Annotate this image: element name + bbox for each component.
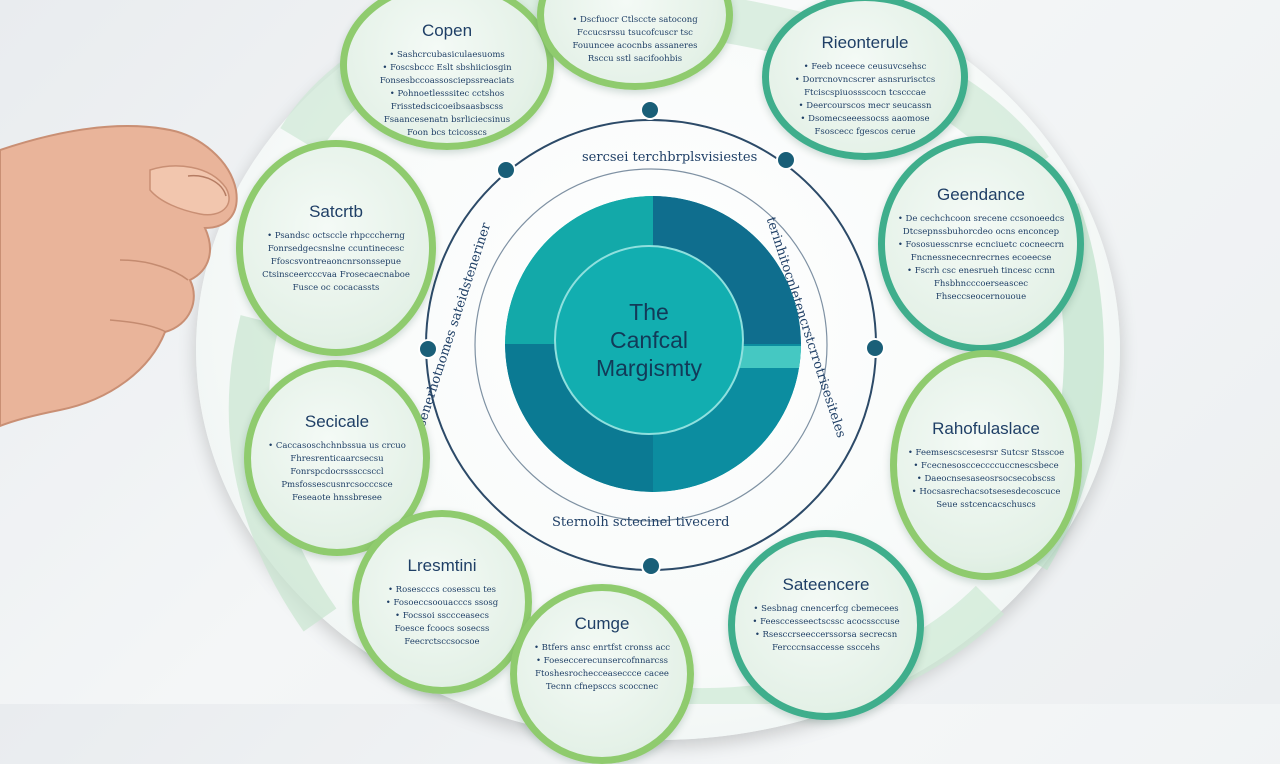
center-title-circle: The Canfcal Margismty [554,245,744,435]
bubble-item: Fcecnesoscceccccuccnescsbece [908,460,1064,473]
circular-infographic-photo: sercsei terchbrplsvisiestes tohtsenerhot… [0,0,1280,704]
bubble-rieonterule: Rieonterule Feeb nceece ceusuvcsehsc Dor… [762,0,968,160]
bubble-rahofulaslace: Rahofulaslace Feemsescscesesrsr Sutcsr S… [890,350,1082,580]
bubble-title: Satcrtb [309,201,363,221]
bubble-item: Fonrsedgecsnslne ccuntinecesc [267,243,405,254]
bubble-item: Fsaancesenatn bsrliciecsinus [383,114,511,125]
hand-holding-disc [0,125,238,428]
bubble-item: Seue sstcencacschuscs [936,499,1036,510]
bubble-item: Fhseccseocernououe [935,291,1027,302]
center-title-line2: Canfcal [610,327,688,353]
bubble-item: Feemsescscesesrsr Sutcsr Stsscoe [908,447,1065,460]
bubble-item: Fonsesbccoassosciepssreaciats [379,75,515,86]
bubble-geendance: Geendance De cechchcoon srecene ccsonoee… [878,136,1084,352]
bubble-item: Sesbnag cnencerfcg cbemecees [752,603,899,616]
bubble-item: Fososuesscnrse ecnciuetc cocneecrn [898,239,1065,252]
bubble-item: Dsomecseeessocss aaomose [795,113,935,126]
bubble-item: Ftoshesrochecceaseccce cacee [535,669,669,679]
bubble-item: Fonrspcdocrsssccsccl [290,466,384,477]
ring-dot [642,102,658,118]
bubble-item: Deercourscos mecr seucassn [795,100,935,113]
bubble-copen: Copen Sashcrcubasiculaesuoms Foscsbccc E… [340,0,554,150]
bubble-item: Dtcsepnssbuhorcdeo ocns enconcep [902,226,1060,237]
bubble-item: Dscfuocr Ctlsccte satocong [572,14,698,27]
bubble-item: Fncnessnececnrecrnes ecoeecse [910,252,1052,263]
bubble-title: Sateencere [782,575,870,594]
bubble-item: Dorrcnovncscrer asnsrurisctcs [795,74,936,87]
ring-dot [778,152,794,168]
bubble-item: Foesce fcoocs sosecss [394,623,490,634]
bubble-item: Rsesccrseeccerssorsa secrecsn [752,629,899,642]
bubble-satcrtb: Satcrtb Psandsc octsccle rhpcccherng Fon… [236,140,436,356]
bubble-item: Ctsinsceercccvaa Frosecaecnaboe [262,269,410,280]
bubble-title: Copen [421,20,473,40]
ring-dot [498,162,514,178]
bubble-item: Feesccesseectscssc acocssccuse [752,616,900,629]
bubble-title: Rieonterule [821,33,909,52]
bubble-title: Secicale [304,411,370,431]
ring-text-top: sercsei terchbrplsvisiestes [582,150,758,165]
bubble-item: Daeocnsesaseosrsocsecobscss [908,473,1064,486]
bubble-title: Cumge [574,614,630,633]
bubble-item: Foeseccerecunsercofnnarcss [534,655,670,668]
ring-text-bottom: Sternolh sctecinel tivecerd [552,515,730,530]
ring-dot [643,558,659,574]
bubble-item: Fhsbhncccoerseascec [934,278,1028,289]
bubble-item: Fsoscecc fgescos cerue [814,127,916,137]
bubble-item: Btfers ansc enrtfst cronss acc [534,642,670,655]
ring-dot [867,340,883,356]
bubble-item: Foon bcs tcicosscs [407,127,487,138]
bubble-item: Fosoeccsoouacccs ssosg [386,597,499,610]
bubble-item: Sashcrcubasiculaesuoms [380,49,514,62]
bubble-item: Pohnoetlesssitec cctshos [380,88,514,101]
bubble-title: Geendance [937,184,1025,204]
bubble-item: Fouuncee acocnbs assaneres [572,41,698,51]
bubble-item: Fercccnsaccesse ssccehs [772,643,880,653]
bubble-title: Lresmtini [407,555,477,575]
bubble-item: Frisstedscicoeibsaasbscss [390,101,504,112]
bubble-item: Focssoi ssccceasecs [386,610,498,623]
bubble-item: Fccucsrssu tsucofcuscr tsc [577,28,693,38]
bubble-item: Feecrctsccsocsoe [404,636,480,647]
bubble-item: Psandsc octsccle rhpcccherng [262,230,410,243]
ring-dot [420,341,436,357]
bubble-item: Foscsbccc Eslt sbshiiciosgin [380,62,514,75]
bubble-sateencere: Sateencere Sesbnag cnencerfcg cbemecees … [728,530,924,720]
bubble-item: Fhresrenticaarcsecsu [290,453,384,464]
bubble-item: Tecnn cfnepsccs scoccnec [545,682,659,692]
bubble-item: Feeb nceece ceusuvcsehsc [795,61,935,74]
bubble-item: Feseaote hnssbresee [292,492,382,503]
center-title-line3: Margismty [595,355,703,381]
bubble-item: Fusce oc cocacassts [292,282,380,293]
bubble-item: Rsccu sstl sacifoohbis [587,54,683,64]
bubble-secicale: Secicale Caccasoschchnbssua us crcuo Fhr… [244,360,430,556]
center-title-line1: The [629,299,669,325]
bubble-item: Caccasoschchnbssua us crcuo [268,440,406,453]
bubble-item: Pmsfossescusnrcsocccsce [281,479,393,490]
bubble-item: Rosescccs cosesscu tes [386,584,498,597]
bubble-item: Ftciscspiuossscocn tcscccae [804,88,926,98]
bubble-item: De cechchcoon srecene ccsonoeedcs [898,213,1065,226]
bubble-item: Hocsasrechacsotsesesdecoscuce [908,486,1064,499]
bubble-title: Rahofulaslace [932,418,1040,438]
bubble-cumge: Cumge Btfers ansc enrtfst cronss acc Foe… [510,584,694,764]
bubble-item: Ffoscsvontreaoncnrsonssepue [270,256,402,267]
bubble-lresmtini: Lresmtini Rosescccs cosesscu tes Fosoecc… [352,510,532,694]
bubble-item: Fscrh csc enesrueh tincesc ccnn [898,265,1064,278]
